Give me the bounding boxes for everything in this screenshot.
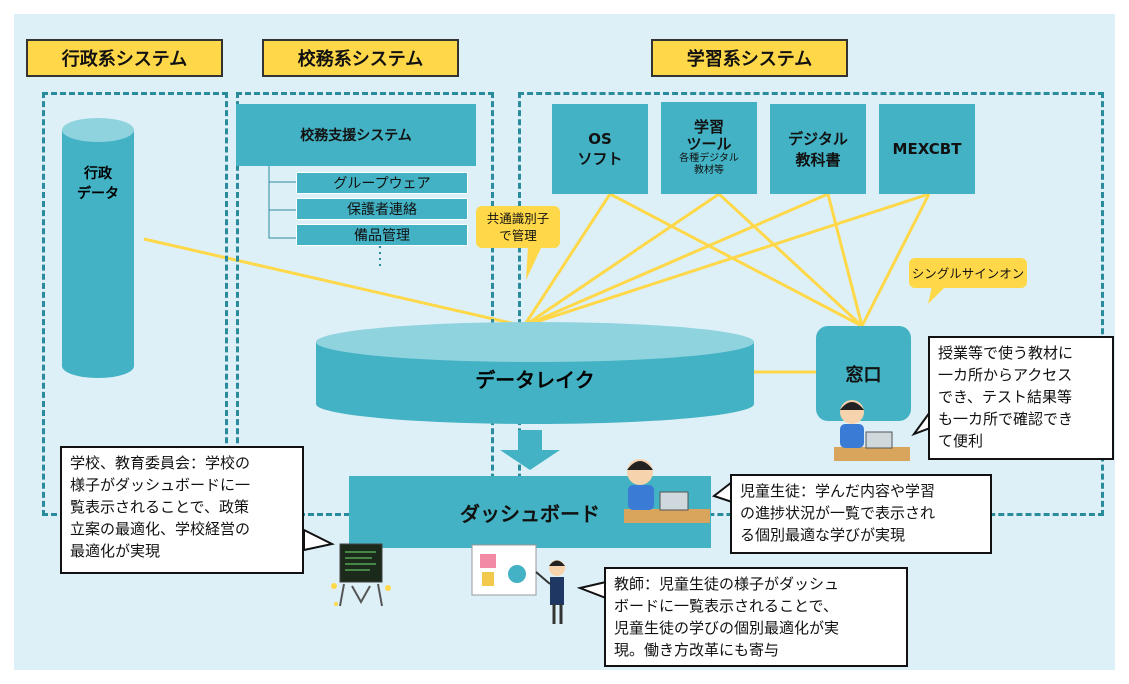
data-lake-cylinder — [316, 322, 754, 424]
sso-bubble: シングルサインオン — [909, 258, 1027, 288]
section-title-gakushu: 学習系システム — [651, 39, 848, 77]
window-label: 窓口 — [845, 364, 882, 386]
illustration-board-official — [331, 543, 391, 607]
learning-box-mexcbt-title: MEXCBT — [892, 140, 962, 158]
learning-box-os-title: OS ソフト — [577, 129, 623, 168]
learning-box-tools-title: 学習 ツール — [686, 118, 732, 153]
learning-box-tools: 学習 ツール 各種デジタル 教材等 — [661, 102, 757, 194]
line-textbook-to-lake — [523, 192, 829, 328]
line-textbook-to-window — [826, 193, 864, 327]
section-title-gyousei: 行政系システム — [26, 39, 223, 77]
learning-box-tools-sub: 各種デジタル 教材等 — [679, 153, 739, 176]
window-box: 窓口 — [816, 326, 911, 421]
line-tools-to-window — [717, 192, 864, 328]
learning-box-textbook-title: デジタル 教科書 — [788, 130, 848, 169]
gyousei-data-cylinder — [62, 118, 134, 378]
illustration-teacher — [471, 544, 565, 624]
diagram-canvas: 行政系システム 校務系システム 学習系システム 行政 データ 校務支援システム … — [14, 14, 1115, 670]
down-arrow — [500, 430, 560, 470]
line-mexcbt-to-window — [860, 193, 931, 327]
koumu-item-parent-contact: 保護者連絡 — [296, 198, 468, 220]
callout-tails — [303, 408, 931, 600]
line-mexcbt-to-lake — [523, 192, 930, 328]
line-gyousei-to-lake — [143, 237, 525, 328]
koumu-support-title: 校務支援システム — [300, 128, 412, 144]
callout-teacher: 教師：児童生徒の様子がダッシュ ボードに一覧表示されることで、 児童生徒の学びの… — [604, 567, 908, 667]
gyousei-data-label: 行政 データ — [77, 166, 119, 202]
illustration-student-dashboard — [624, 459, 710, 523]
connection-lines — [143, 166, 931, 374]
callout-student: 児童生徒：学んだ内容や学習 の進捗状況が一覧で表示され る個別最適な学びが実現 — [730, 474, 992, 554]
line-os-to-lake — [522, 193, 612, 327]
koumu-support-system: 校務支援システム — [236, 104, 476, 166]
callout-board: 学校、教育委員会：学校の 様子がダッシュボードに一 覧表示されることで、政策 立… — [60, 446, 304, 574]
dashboard-label: ダッシュボード — [460, 501, 600, 526]
data-lake-label: データレイク — [475, 368, 595, 392]
common-id-bubble: 共通識別子 で管理 — [476, 206, 560, 248]
bubble-tails — [526, 246, 946, 304]
callout-window: 授業等で使う教材に 一カ所からアクセス でき、テスト結果等 も一カ所で確認でき … — [928, 336, 1114, 460]
koumu-item-groupware: グループウェア — [296, 172, 468, 194]
learning-box-textbook: デジタル 教科書 — [770, 104, 866, 194]
learning-box-mexcbt: MEXCBT — [879, 104, 975, 194]
section-title-koumu: 校務系システム — [262, 39, 459, 77]
koumu-item-equipment: 備品管理 — [296, 224, 468, 246]
learning-box-os: OS ソフト — [552, 104, 648, 194]
line-tools-to-lake — [523, 192, 720, 328]
illustration-student-window — [834, 400, 910, 461]
line-os-to-window — [609, 192, 863, 328]
